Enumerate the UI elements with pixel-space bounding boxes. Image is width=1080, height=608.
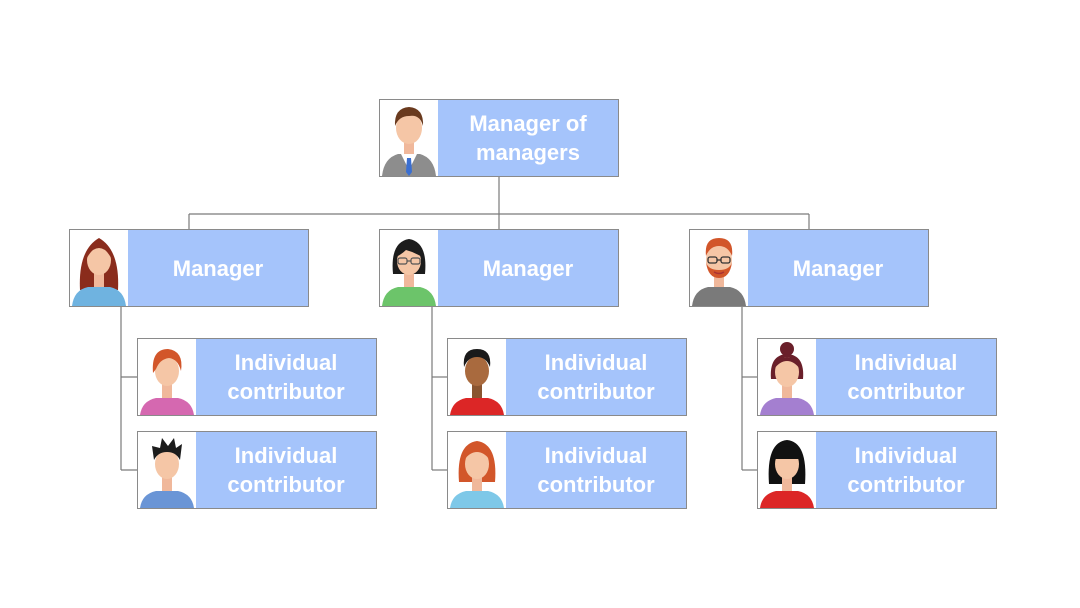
contributor-node-2-1: Individual contributor — [447, 338, 687, 416]
contributor-node-2-2: Individual contributor — [447, 431, 687, 509]
contributor-node-3-1: Individual contributor — [757, 338, 997, 416]
contributor-label-2-2: Individual contributor — [506, 432, 686, 508]
manager-label-3: Manager — [748, 230, 928, 306]
woman-black-bob-glasses-green-shirt-icon — [380, 230, 438, 306]
woman-long-brown-hair-icon — [70, 230, 128, 306]
contributor-node-1-1: Individual contributor — [137, 338, 377, 416]
manager-node-1: Manager — [69, 229, 309, 307]
contributor-label-3-1: Individual contributor — [816, 339, 996, 415]
contributor-label-1-1: Individual contributor — [196, 339, 376, 415]
manager-node-3: Manager — [689, 229, 929, 307]
man-dark-skin-red-shirt-icon — [448, 339, 506, 415]
contributor-label-1-2: Individual contributor — [196, 432, 376, 508]
woman-black-hair-bangs-red-shirt-icon — [758, 432, 816, 508]
manager-label-2: Manager — [438, 230, 618, 306]
contributor-label-2-1: Individual contributor — [506, 339, 686, 415]
woman-short-orange-hair-pink-shirt-icon — [138, 339, 196, 415]
root-label: Manager of managers — [438, 100, 618, 176]
contributor-label-3-2: Individual contributor — [816, 432, 996, 508]
man-suit-brown-hair-icon — [380, 100, 438, 176]
man-spiky-black-hair-blue-shirt-icon — [138, 432, 196, 508]
contributor-node-3-2: Individual contributor — [757, 431, 997, 509]
woman-orange-hair-light-blue-shirt-icon — [448, 432, 506, 508]
man-red-hair-beard-glasses-grey-shirt-icon — [690, 230, 748, 306]
root-node: Manager of managers — [379, 99, 619, 177]
woman-hair-bun-purple-shirt-icon — [758, 339, 816, 415]
manager-label-1: Manager — [128, 230, 308, 306]
contributor-node-1-2: Individual contributor — [137, 431, 377, 509]
manager-node-2: Manager — [379, 229, 619, 307]
